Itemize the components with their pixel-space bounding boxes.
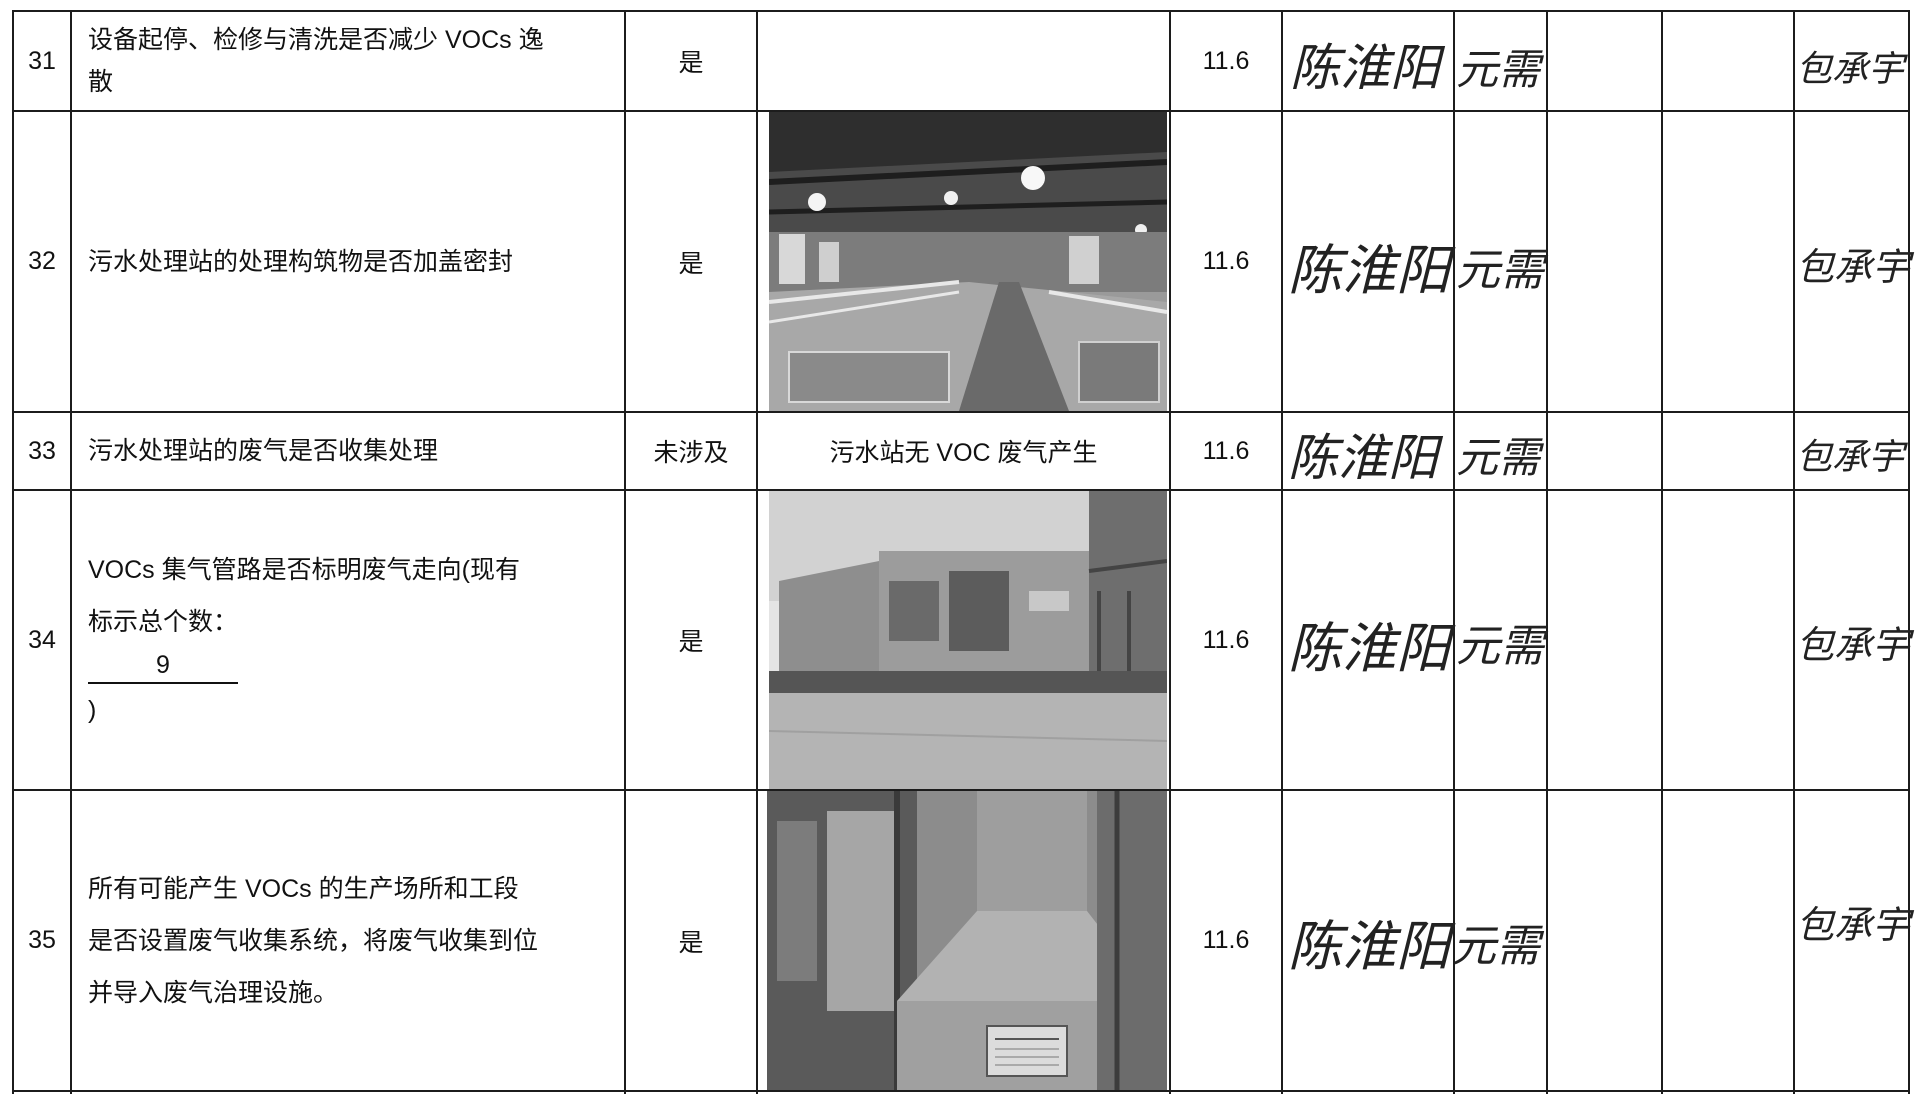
row-divider xyxy=(12,789,1910,791)
row-number: 35 xyxy=(28,926,56,954)
column-divider xyxy=(1661,10,1663,1094)
reviewer-signature: 元需 xyxy=(1456,45,1541,94)
inspector-signature: 陈淮阳 xyxy=(1290,39,1440,97)
reviewer-signature: 元需 xyxy=(1456,433,1541,482)
check-date: 11.6 xyxy=(1202,436,1250,465)
check-result: 是 xyxy=(678,249,704,278)
sewage-treatment-hall-photo xyxy=(769,112,1167,411)
remark: 污水站无 VOC 废气产生 xyxy=(829,439,1098,467)
inspector-signature: 陈淮阳 xyxy=(1288,429,1438,487)
row-divider xyxy=(12,489,1910,491)
check-date: 11.6 xyxy=(1202,247,1250,275)
check-date: 11.6 xyxy=(1202,926,1250,954)
signer-signature: 包承宇 xyxy=(1796,49,1905,90)
row-divider xyxy=(12,10,1910,12)
signer-signature: 包承宇 xyxy=(1796,623,1911,667)
reviewer-signature: 元需 xyxy=(1456,621,1544,672)
inspector-signature: 陈淮阳 xyxy=(1288,617,1450,680)
column-divider xyxy=(1793,10,1795,1094)
check-result: 是 xyxy=(678,628,704,656)
row-divider xyxy=(12,1090,1910,1092)
reviewer-signature: 元需 xyxy=(1452,921,1540,972)
check-result: 未涉及 xyxy=(653,439,729,467)
column-divider xyxy=(756,10,758,1094)
column-divider xyxy=(1281,10,1283,1094)
factory-building-photo xyxy=(769,491,1167,789)
inspector-signature: 陈淮阳 xyxy=(1288,239,1450,302)
row-divider xyxy=(12,110,1910,112)
signer-signature: 包承宇 xyxy=(1796,903,1911,947)
exhaust-collection-hood-photo xyxy=(767,791,1167,1090)
column-divider xyxy=(70,10,72,1094)
check-date: 11.6 xyxy=(1202,625,1250,654)
column-divider xyxy=(624,10,626,1094)
check-result: 是 xyxy=(678,928,704,957)
column-divider xyxy=(1169,10,1171,1094)
reviewer-signature: 元需 xyxy=(1456,245,1544,296)
column-divider xyxy=(1453,10,1455,1094)
signer-signature: 包承宇 xyxy=(1796,245,1911,289)
column-divider xyxy=(1908,10,1910,1094)
row-divider xyxy=(12,411,1910,413)
row-number: 32 xyxy=(28,247,56,275)
check-date: 11.6 xyxy=(1202,46,1250,75)
inspection-item: 污水处理站的废气是否收集处理 xyxy=(88,437,439,465)
row-number: 33 xyxy=(28,436,56,465)
inspector-signature: 陈淮阳 xyxy=(1288,915,1450,978)
inspection-item: 设备起停、检修与清洗是否减少 VOCs 逸 散 xyxy=(88,26,544,96)
inspection-item: 所有可能产生 VOCs 的生产场所和工段 是否设置废气收集系统，将废气收集到位 … xyxy=(88,874,539,1007)
signer-signature: 包承宇 xyxy=(1796,437,1905,478)
inspection-item: 污水处理站的处理构筑物是否加盖密封 xyxy=(88,247,514,276)
check-result: 是 xyxy=(678,49,704,77)
remark xyxy=(758,12,1169,110)
inspection-item: VOCs 集气管路是否标明废气走向(现有 标示总个数： 9 ) xyxy=(88,556,520,724)
count-field: 9 xyxy=(88,648,238,684)
column-divider xyxy=(12,10,14,1094)
row-number: 31 xyxy=(28,46,56,75)
row-number: 34 xyxy=(28,625,56,654)
column-divider xyxy=(1546,10,1548,1094)
